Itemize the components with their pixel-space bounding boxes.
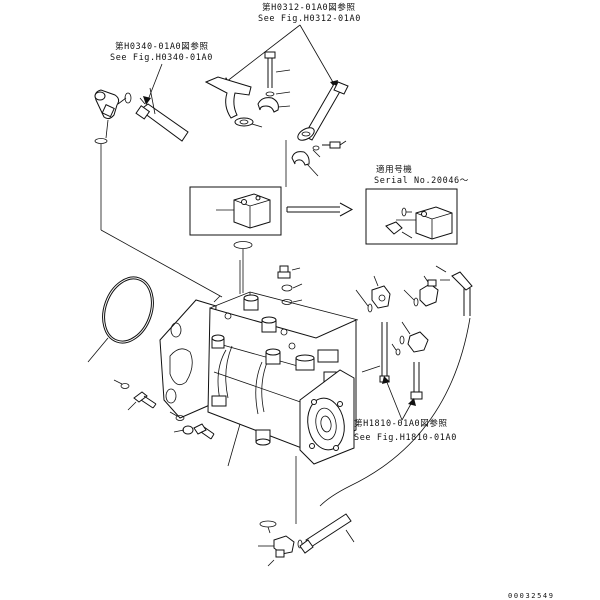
serial-jp: 適用号機 (376, 164, 412, 175)
plug-fitting (277, 265, 303, 305)
hose-fitting-right (435, 265, 473, 316)
elbow-fitting-left (94, 89, 132, 139)
rod-vertical-left (361, 322, 390, 383)
callout-top-jp: 第H0312-01A0図参照 (262, 2, 356, 13)
leader-line (213, 295, 221, 303)
leader-line (267, 526, 271, 534)
hose-bottom (299, 513, 355, 554)
leader-line (227, 423, 241, 467)
leader-line (401, 401, 413, 421)
rod-vertical-right (410, 362, 423, 400)
o-ring (259, 520, 277, 528)
leader-line (299, 24, 335, 85)
split-flange-top (257, 97, 291, 113)
arrowhead (143, 96, 151, 105)
washer (265, 91, 275, 97)
tube-upper-right (297, 81, 349, 141)
o-ring (94, 138, 108, 144)
bolt-left-lower (169, 411, 215, 440)
leader-line (275, 91, 291, 95)
arrow-to-serial-variant (286, 202, 354, 217)
connector-fitting-2 (403, 275, 439, 307)
callout-right-en: See Fig.H1810-01A0 (354, 433, 457, 443)
elbow-fitting-bottom (258, 535, 303, 567)
callout-top-en: See Fig.H0312-01A0 (258, 14, 361, 24)
callout-left-reference: 第H0340-01A0図参照 See Fig.H0340-01A0 (110, 41, 213, 105)
callout-right-reference: 第H1810-01A0図参照 See Fig.H1810-01A0 (354, 418, 457, 443)
bolt-long-top (264, 51, 291, 88)
bolt-small-right (312, 140, 347, 158)
connector-fitting-1 (355, 275, 391, 313)
serial-en: Serial No.20046～ (374, 176, 469, 186)
leader-line (147, 63, 163, 101)
o-ring (233, 241, 253, 249)
callout-left-en: See Fig.H0340-01A0 (110, 53, 213, 63)
arrowhead (408, 398, 416, 406)
callout-top-reference: 第H0312-01A0図参照 See Fig.H0312-01A0 (222, 2, 361, 89)
hose-line (319, 317, 471, 507)
leader-line (225, 24, 301, 83)
bolt-left-upper (113, 379, 157, 411)
tube-upper-left (204, 76, 263, 128)
callout-right-jp: 第H1810-01A0図参照 (354, 418, 448, 429)
large-o-ring (87, 276, 154, 363)
arrowhead (382, 376, 390, 384)
hydraulic-pump-assembly (159, 291, 359, 465)
figure-number: 00032549 (508, 592, 555, 600)
split-flange-right (291, 151, 319, 177)
callout-serial: 適用号機 Serial No.20046～ (374, 164, 469, 186)
callout-left-jp: 第H0340-01A0図参照 (115, 41, 209, 52)
connector-fitting-3 (391, 321, 429, 356)
valve-block-box (189, 186, 282, 236)
leader-line (100, 229, 223, 298)
leader-line (385, 379, 403, 421)
hose-left (135, 87, 189, 142)
valve-block-box-serial (365, 188, 458, 245)
